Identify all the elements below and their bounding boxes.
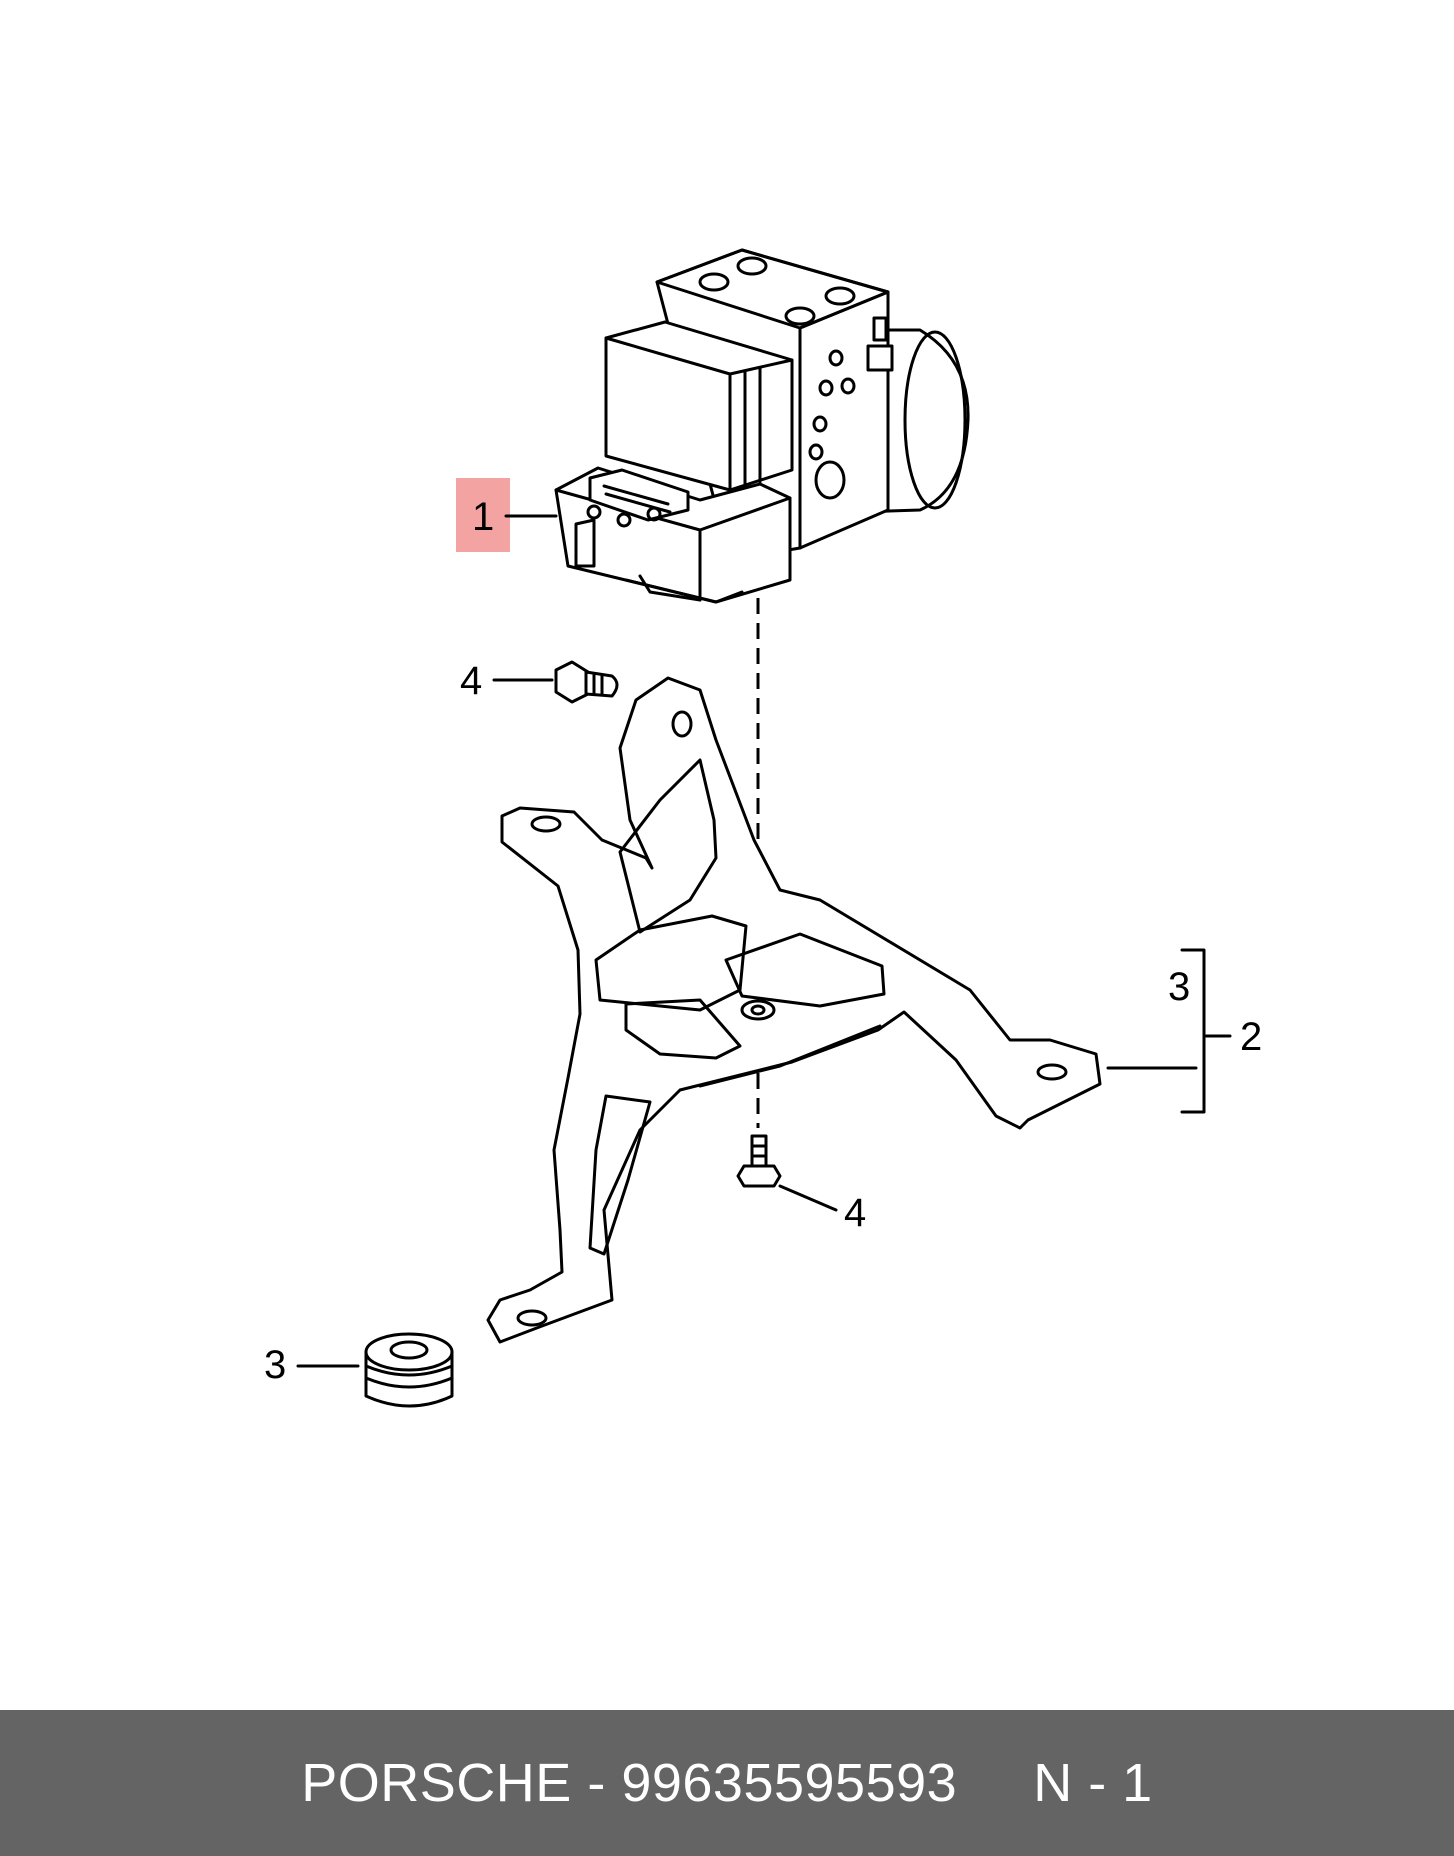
lower-bolt <box>736 1134 782 1188</box>
abs-hydraulic-unit <box>554 248 970 604</box>
parts-diagram: 1 4 4 3 3 2 <box>264 248 1262 1408</box>
callout-4-lower: 4 <box>844 1191 866 1235</box>
callout-2: 2 <box>1240 1015 1262 1059</box>
group-bracket <box>1180 948 1206 1114</box>
grommet <box>364 1332 454 1408</box>
callout-4-upper: 4 <box>460 659 482 703</box>
mounting-bracket <box>486 676 1102 1344</box>
footer-separator: - <box>587 1753 606 1813</box>
footer-bar: PORSCHE - 99635595593 N - 1 <box>0 1710 1454 1856</box>
upper-bolt <box>554 660 619 704</box>
footer-brand: PORSCHE <box>301 1753 572 1813</box>
highlight-box <box>456 478 510 552</box>
callout-3-lower: 3 <box>264 1343 286 1387</box>
callout-3-group: 3 <box>1168 965 1190 1009</box>
footer-position: N - 1 <box>1033 1753 1153 1813</box>
footer-part-number: 99635595593 <box>621 1753 958 1813</box>
callout-1: 1 <box>472 495 494 539</box>
